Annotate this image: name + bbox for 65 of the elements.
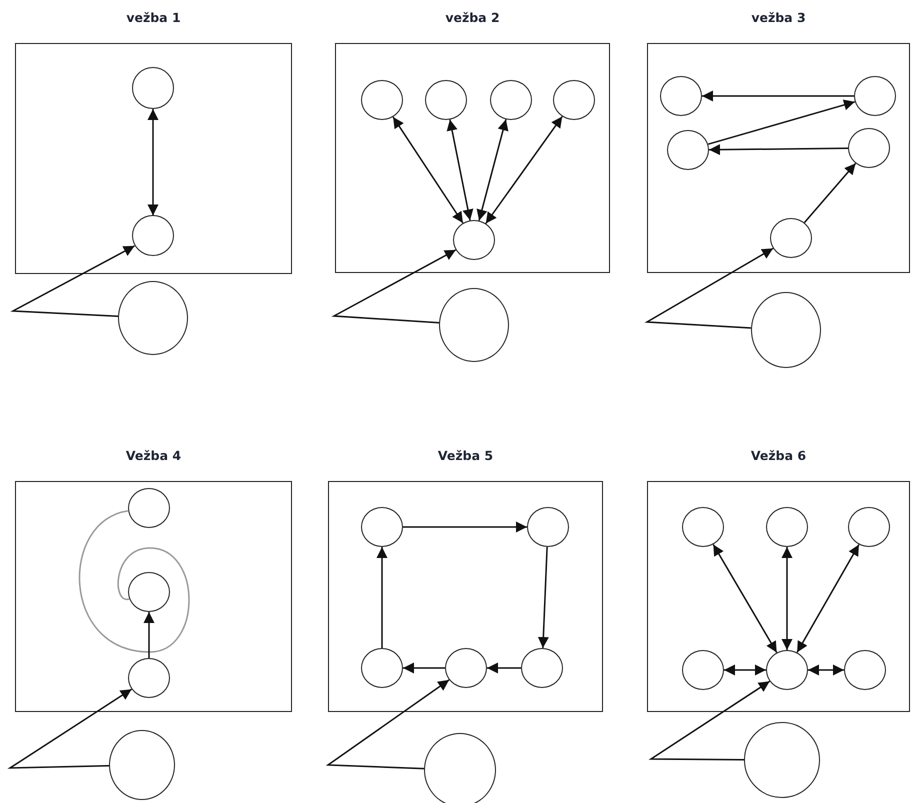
circle-node: [682, 650, 724, 690]
arrow: [487, 662, 521, 674]
exercise-title: Vežba 6: [750, 448, 808, 463]
arrow: [804, 162, 856, 224]
arrow: [708, 100, 856, 145]
circle-node: [452, 220, 494, 260]
arrow: [648, 680, 770, 760]
circle-node: [424, 733, 496, 803]
circle-node: [682, 506, 724, 546]
arrow: [796, 544, 860, 653]
exercise-title: vežba 3: [750, 10, 807, 25]
circle-node: [360, 506, 402, 546]
circle-node: [844, 650, 886, 690]
circle-node: [770, 218, 812, 258]
arrow: [808, 664, 844, 676]
arrow: [712, 544, 778, 653]
circle-node: [744, 722, 820, 798]
arrow: [485, 116, 563, 224]
arrow: [144, 612, 154, 658]
arrow: [331, 249, 456, 324]
circle-node: [848, 128, 890, 168]
arrow: [476, 119, 508, 221]
arrow: [446, 119, 474, 221]
arrow: [376, 547, 388, 648]
circle-node: [526, 506, 568, 546]
arrow: [403, 522, 527, 532]
exercise-title: vežba 1: [125, 10, 182, 25]
arrow: [7, 688, 132, 769]
arrow: [392, 116, 464, 224]
circle-node: [132, 66, 174, 108]
connector-line: [79, 510, 190, 653]
circle-node: [766, 506, 808, 546]
arrow: [709, 144, 848, 156]
arrow: [403, 662, 445, 674]
circle-node: [520, 648, 562, 688]
arrow: [724, 664, 766, 676]
arrow: [644, 248, 774, 329]
circle-node: [128, 488, 170, 528]
arrow: [148, 109, 158, 216]
circle-node: [118, 281, 188, 355]
circle-node: [360, 648, 402, 688]
circle-node: [490, 80, 532, 120]
circle-node: [132, 215, 174, 256]
circle-node: [854, 76, 896, 116]
circle-node: [552, 80, 594, 120]
arrow: [702, 90, 854, 102]
exercise-title: vežba 2: [444, 10, 501, 25]
circle-node: [439, 288, 509, 362]
circle-node: [360, 80, 402, 120]
circle-node: [660, 76, 702, 116]
circle-node: [128, 658, 170, 698]
circle-node: [751, 292, 821, 368]
arrow: [326, 679, 450, 770]
circle-node: [424, 80, 466, 120]
exercise-title: Vežba 4: [124, 448, 182, 463]
arrow: [782, 547, 792, 650]
arrow: [10, 245, 135, 318]
circle-node: [848, 506, 890, 546]
circle-node: [766, 650, 808, 690]
exercise-title: Vežba 5: [436, 448, 494, 463]
circle-node: [128, 572, 170, 612]
arrow: [538, 546, 549, 648]
circle-node: [666, 130, 708, 170]
circle-node: [444, 648, 486, 688]
circle-node: [109, 730, 175, 800]
